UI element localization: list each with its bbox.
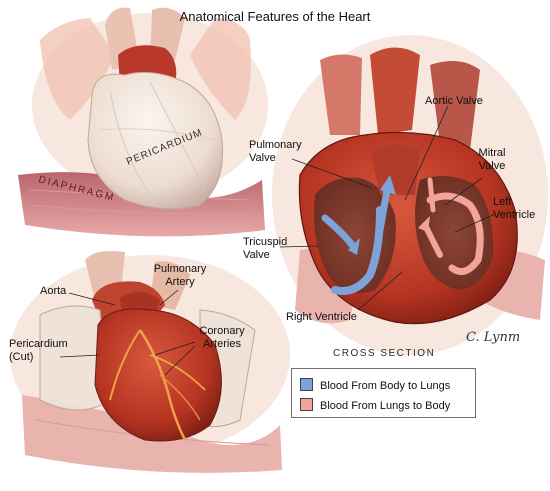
pericardium-panel: DIAPHRAGM PERICARDIUM [18, 7, 268, 237]
mitral-valve-label-line2: Valve [478, 160, 506, 172]
red-swatch-icon [300, 398, 313, 411]
pericardium-cut-label-line2: (Cut) [9, 351, 34, 363]
legend: Blood From Body to Lungs Blood From Lung… [291, 368, 476, 418]
pulmonary-artery-label-line1: Pulmonary [153, 263, 207, 275]
mitral-valve-label-line1: Mitral [478, 147, 506, 159]
artist-signature: C. Lynm [466, 330, 521, 345]
pericardium-cut-label-line1: Pericardium [9, 338, 68, 350]
blue-swatch-icon [300, 378, 313, 391]
right-ventricle-label: Right Ventricle [286, 311, 357, 323]
tricuspid-valve-label-line2: Valve [243, 249, 270, 261]
legend-item-lungs-to-body: Blood From Lungs to Body [300, 398, 450, 412]
pulmonary-valve-label-line1: Pulmonary [249, 139, 302, 151]
legend-label-lungs-to-body: Blood From Lungs to Body [320, 400, 451, 412]
mitral-valve-label: Mitral Valve [470, 147, 514, 173]
coronary-arteries-label-line1: Coronary [199, 325, 245, 337]
coronary-arteries-label-line2: Arteries [203, 338, 241, 350]
pericardium-cut-label: Pericardium (Cut) [9, 338, 68, 364]
pulmonary-artery-label: Pulmonary Artery [150, 263, 210, 289]
cross-section-caption: CROSS SECTION [333, 348, 436, 359]
coronary-arteries-label: Coronary Arteries [191, 325, 253, 351]
left-ventricle-label-line2: Ventricle [493, 209, 536, 221]
pulmonary-artery-label-line2: Artery [165, 276, 195, 288]
pulmonary-valve-label-line2: Valve [249, 152, 276, 164]
pulmonary-valve-label: Pulmonary Valve [249, 139, 302, 165]
cross-section-panel [272, 35, 548, 355]
tricuspid-valve-label: Tricuspid Valve [243, 236, 287, 262]
page-title: Anatomical Features of the Heart [179, 9, 371, 24]
tricuspid-valve-label-line1: Tricuspid [243, 236, 288, 248]
aorta-label: Aorta [40, 285, 67, 297]
coronary-panel [10, 251, 290, 473]
leader-lines [59, 105, 496, 376]
left-ventricle-label: Left Ventricle [493, 196, 535, 222]
left-ventricle-label-line1: Left [493, 196, 512, 208]
legend-item-body-to-lungs: Blood From Body to Lungs [300, 378, 450, 392]
aortic-valve-label: Aortic Valve [425, 95, 483, 107]
legend-label-body-to-lungs: Blood From Body to Lungs [320, 380, 451, 392]
